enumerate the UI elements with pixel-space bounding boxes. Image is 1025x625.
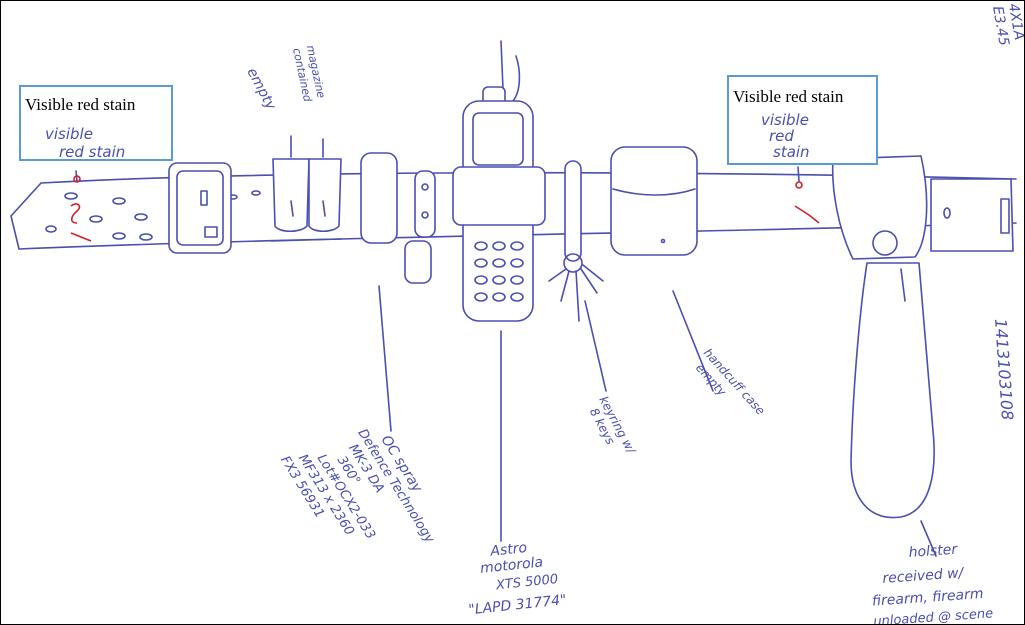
evidence-id-1: E3.45 xyxy=(989,5,1012,47)
callout-left-label: Visible red stain xyxy=(25,95,136,114)
oc-spray-pouch xyxy=(360,152,398,244)
ring-clip xyxy=(404,170,436,284)
side-number: 1413103108 xyxy=(991,318,1017,421)
leader-lines xyxy=(75,135,937,557)
radio-note-line-2: motorola xyxy=(479,554,543,577)
radio xyxy=(452,40,546,322)
callout-left-box xyxy=(19,85,173,161)
radio-note-line-1: Astro xyxy=(489,540,528,560)
right-stain-note-line-3: stain xyxy=(773,143,810,161)
key-ring xyxy=(548,160,604,322)
radio-note-line-3: XTS 5000 xyxy=(494,572,559,594)
holster-note-line-2: received w/ xyxy=(882,565,965,587)
right-stain-note-line-1: visible xyxy=(761,111,809,129)
magazine-pouches xyxy=(270,158,342,242)
stain-mark-right xyxy=(794,181,820,224)
left-stain-note-line-2: red stain xyxy=(59,143,125,161)
belt-buckle xyxy=(168,162,232,254)
empty-note: empty xyxy=(243,65,279,113)
holster-note-line-4: unloaded @ scene xyxy=(873,606,994,625)
belt-end xyxy=(930,178,1014,252)
handcuff-case xyxy=(610,146,698,256)
evidence-id-2: 4X1A xyxy=(1005,2,1025,41)
left-stain-note-line-1: visible xyxy=(45,125,93,143)
callout-right-box xyxy=(727,75,878,165)
radio-note-line-4: "LAPD 31774" xyxy=(468,592,568,618)
stain-mark-left xyxy=(70,175,92,242)
right-stain-note-line-2: red xyxy=(769,127,794,145)
callout-right-label: Visible red stain xyxy=(733,87,844,106)
holster-note-line-3: firearm, firearm xyxy=(871,586,984,610)
holster-note-line-1: holster xyxy=(908,542,959,561)
holster xyxy=(831,155,935,519)
